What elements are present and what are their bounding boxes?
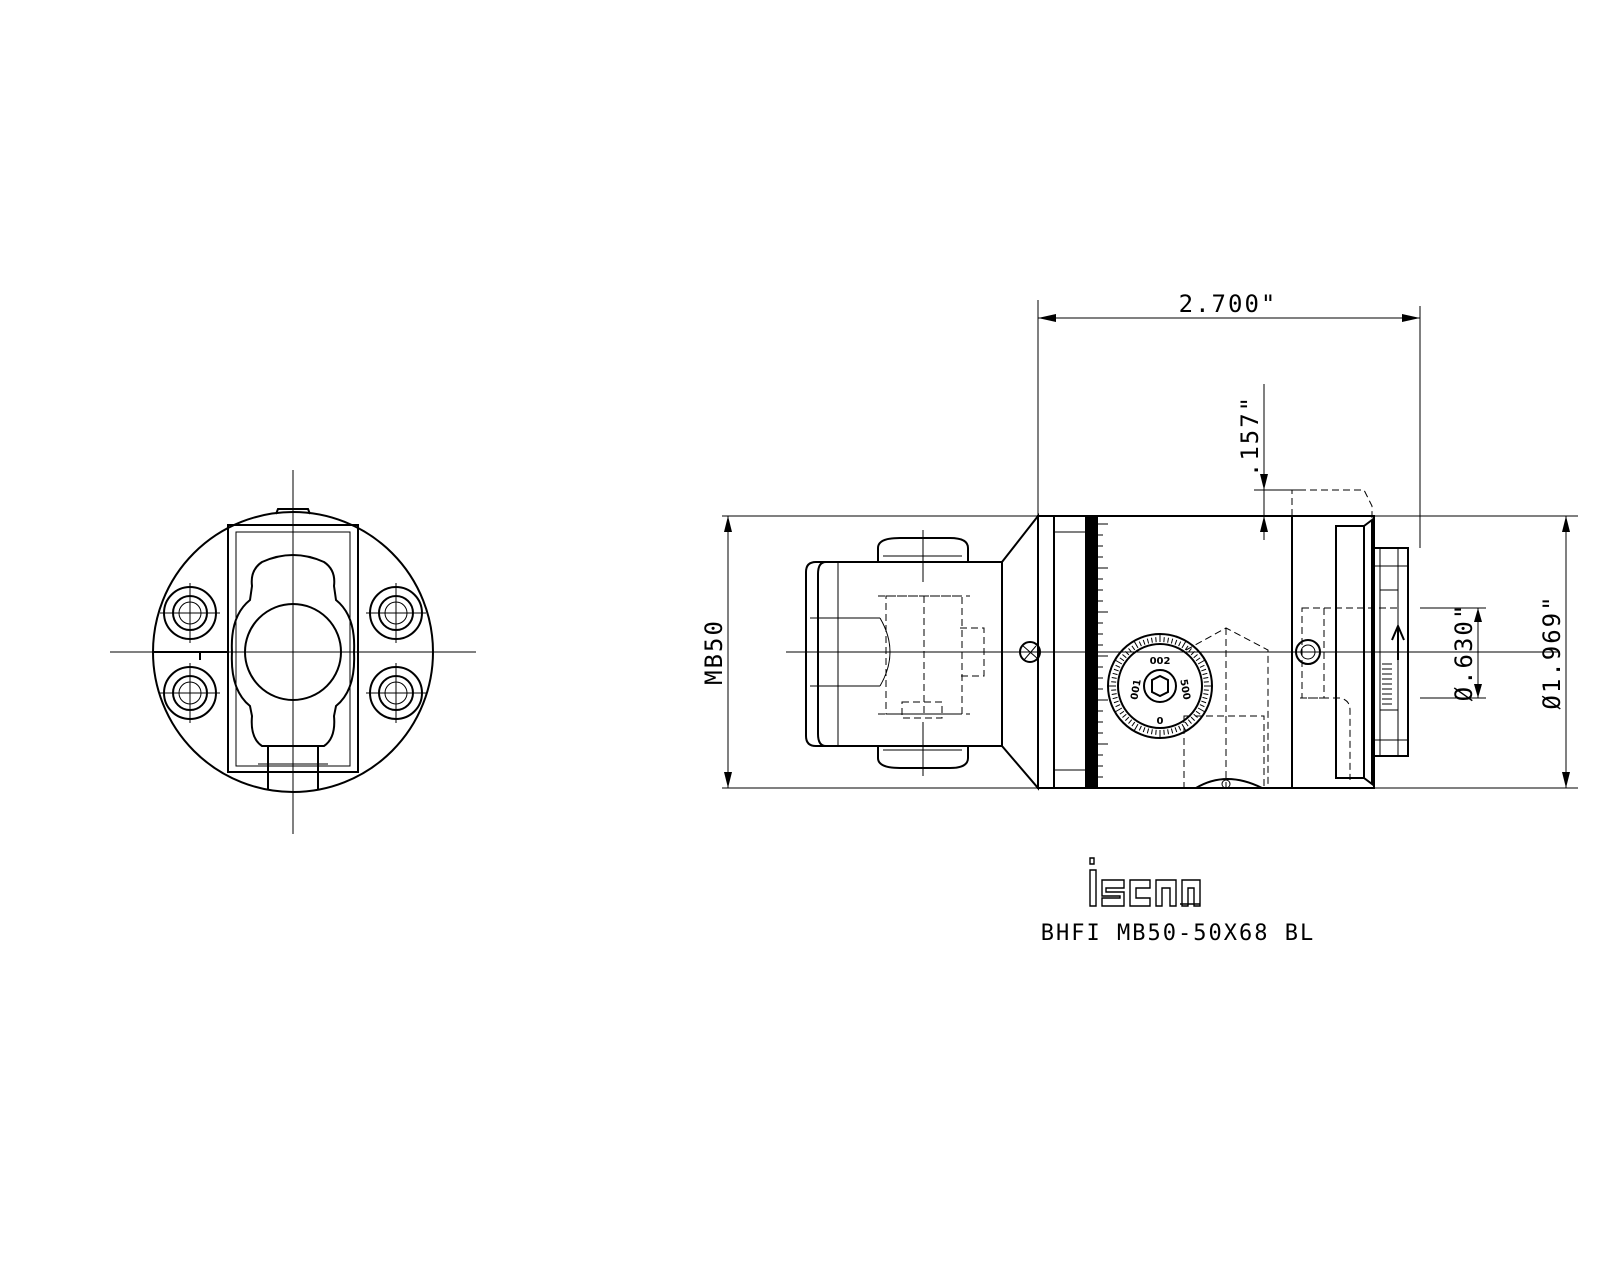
dial-tick <box>1197 707 1206 713</box>
dial-tick <box>1190 650 1196 656</box>
dial-tick <box>1115 704 1121 708</box>
graduation-band <box>1086 516 1098 788</box>
dial-tick <box>1146 728 1150 734</box>
dial-tick <box>1133 723 1139 732</box>
shank-top-pin <box>877 537 969 562</box>
dial-tick <box>1124 650 1130 656</box>
dial-tick <box>1138 641 1142 647</box>
bolt-top-left <box>160 583 220 643</box>
arrow-up-icon <box>1391 623 1405 660</box>
main-body <box>1037 515 1325 789</box>
side-view: 002 001 500 0 <box>700 290 1578 791</box>
dial-tick <box>1203 693 1209 696</box>
dial-tick <box>1138 725 1142 731</box>
dial-tick <box>1122 654 1127 659</box>
bolt-bottom-right <box>366 663 426 723</box>
dial-tick <box>1124 716 1130 722</box>
clamping-cavity <box>230 554 356 747</box>
offset-dimension-label: .157" <box>1236 395 1264 477</box>
dial-tick <box>1150 637 1153 643</box>
insert-scale-ticks <box>1382 663 1392 705</box>
body-dimension-label: Ø1.969" <box>1538 594 1566 709</box>
dial-tick <box>1119 710 1125 715</box>
dial-tick <box>1131 721 1136 727</box>
dial-tick <box>1170 638 1174 644</box>
dial-tick <box>1122 713 1127 718</box>
dial-tick <box>1142 727 1146 733</box>
dial-tick <box>1115 664 1121 668</box>
dial-tick <box>1131 645 1136 651</box>
dial-tick <box>1197 659 1206 665</box>
dial-tick <box>1133 640 1139 649</box>
bore-dimension-label: Ø.630" <box>1450 603 1478 702</box>
dial-tick <box>1128 719 1133 724</box>
dial-tick <box>1114 659 1123 665</box>
mb50-shank <box>805 530 1003 776</box>
dial-tick <box>1111 693 1117 696</box>
dial-inner <box>1117 643 1203 729</box>
dial-tick <box>1184 645 1189 651</box>
dial-tick <box>1203 676 1209 679</box>
dial-tick <box>1187 648 1192 653</box>
dial-tick <box>1201 668 1207 672</box>
top-notch <box>275 508 311 515</box>
shank-bottom-pin <box>877 746 969 769</box>
bottom-channel <box>267 745 319 790</box>
dial-tick <box>1167 729 1170 735</box>
dimension-lines: 2.700" .157" MB50 Ø.630" <box>700 290 1578 789</box>
dial-tick <box>1113 668 1119 672</box>
dial-tick <box>1178 641 1182 647</box>
set-screw <box>1295 639 1321 665</box>
dial-tick <box>1112 696 1118 700</box>
dial-tick <box>1195 657 1201 662</box>
bolt-bottom-left <box>160 663 220 723</box>
dial-mark-top: 002 <box>1150 656 1171 667</box>
dial-tick <box>1113 700 1119 704</box>
adjustment-dial: 002 001 500 0 <box>1107 633 1213 739</box>
dial-tick <box>1193 654 1198 659</box>
dial-tick <box>1142 639 1146 645</box>
dial-ticks <box>1108 634 1212 738</box>
dial-tick <box>1199 664 1205 668</box>
dial-hub <box>1143 669 1177 703</box>
length-dimension-label: 2.700" <box>1179 290 1278 318</box>
dial-tick <box>1201 700 1207 704</box>
boring-head-cartridge <box>1291 489 1409 789</box>
dial-mark-right: 500 <box>1177 678 1191 701</box>
dial-tick <box>1178 725 1182 731</box>
dial-tick <box>1170 728 1174 734</box>
dial-mark-left: 001 <box>1129 678 1143 701</box>
dial-tick <box>1184 721 1189 727</box>
dial-tick <box>1111 676 1117 679</box>
taper-pin <box>1019 641 1041 663</box>
bolt-top-right <box>366 583 426 643</box>
dial-tick <box>1187 719 1192 724</box>
dial-tick <box>1190 716 1196 722</box>
dial-tick <box>1128 648 1133 653</box>
shank-dimension-label: MB50 <box>700 619 728 685</box>
dial-tick <box>1174 727 1178 733</box>
bore-circle <box>244 603 342 701</box>
dial-tick <box>1112 672 1118 676</box>
dial-tick <box>1174 639 1178 645</box>
dial-tick <box>1202 672 1208 676</box>
hidden-extension <box>1291 489 1373 520</box>
dial-tick <box>1195 710 1201 715</box>
iscar-logo <box>1089 857 1201 907</box>
scale-ticks <box>1098 523 1108 778</box>
clamp-screw-hidden <box>1183 627 1269 789</box>
dial-tick <box>1119 657 1125 662</box>
dial-mark-bottom: 0 <box>1157 716 1164 727</box>
dial-tick <box>1150 729 1153 735</box>
dial-tick <box>1146 638 1150 644</box>
dial-tick <box>1114 707 1123 713</box>
dial-tick <box>1167 637 1170 643</box>
product-code-caption: BHFI MB50-50X68 BL <box>1041 921 1315 946</box>
front-view <box>110 470 476 834</box>
dial-tick <box>1199 704 1205 708</box>
dial-tick <box>1181 640 1187 649</box>
dial-tick <box>1202 696 1208 700</box>
hex-socket-icon <box>1151 674 1169 698</box>
